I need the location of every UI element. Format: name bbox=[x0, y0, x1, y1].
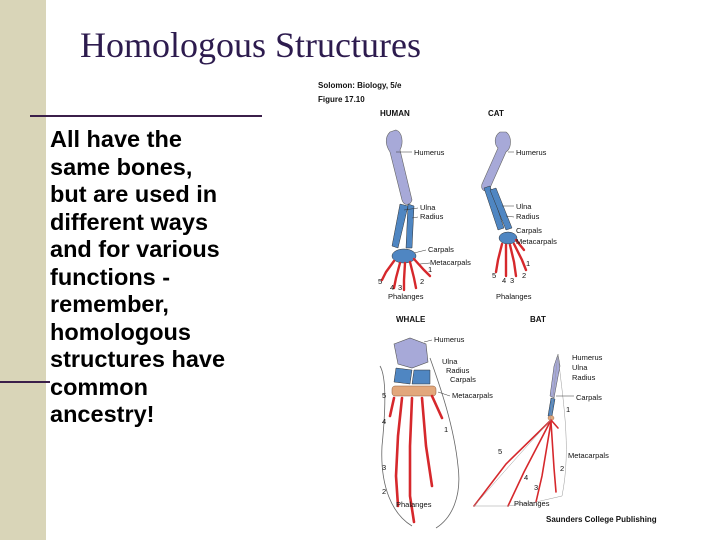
bat-phalanges-label: Phalanges bbox=[514, 499, 550, 508]
body-line: different ways bbox=[50, 208, 209, 235]
accent-line-top bbox=[30, 115, 262, 117]
cat-digit-3: 3 bbox=[510, 276, 514, 285]
bat-limb: BAT Humerus Ulna Radius Carpals Metacarp… bbox=[473, 315, 609, 508]
human-digit-3: 3 bbox=[398, 283, 402, 292]
human-radius-label: Radius bbox=[420, 212, 444, 221]
human-carpals bbox=[391, 248, 417, 264]
bat-metacarpals-label: Metacarpals bbox=[568, 451, 609, 460]
human-digit-5: 5 bbox=[378, 277, 382, 286]
body-line: homologous bbox=[50, 318, 191, 345]
body-line: but are used in bbox=[50, 181, 218, 207]
cat-carpals bbox=[498, 231, 518, 245]
whale-flipper-outline-right bbox=[429, 357, 460, 529]
bat-radius-label: Radius bbox=[572, 373, 596, 382]
human-ulna-label: Ulna bbox=[420, 203, 436, 212]
cat-phalanges-label: Phalanges bbox=[496, 292, 532, 301]
human-limb: HUMAN Humerus Ulna Radius Carpals Metaca… bbox=[378, 109, 471, 301]
panel-label-bat: BAT bbox=[530, 315, 546, 324]
cat-humerus-label: Humerus bbox=[516, 148, 547, 157]
whale-digit-4: 4 bbox=[382, 417, 386, 426]
whale-carpals-label: Carpals bbox=[450, 375, 476, 384]
bat-digit-4: 4 bbox=[524, 473, 528, 482]
cat-ulna bbox=[483, 185, 505, 231]
bat-carpals-label: Carpals bbox=[576, 393, 602, 402]
bat-digits bbox=[473, 419, 559, 507]
human-digit-2: 2 bbox=[420, 277, 424, 286]
whale-metacarpals-label: Metacarpals bbox=[452, 391, 493, 400]
bat-humerus bbox=[549, 353, 561, 399]
figure-number: Figure 17.10 bbox=[318, 95, 365, 104]
panel-label-whale: WHALE bbox=[396, 315, 426, 324]
body-line: and for various bbox=[50, 236, 220, 262]
whale-flipper-outline-left bbox=[379, 365, 413, 527]
bat-digit-3: 3 bbox=[534, 483, 538, 492]
body-line: remember, bbox=[50, 291, 169, 317]
bat-wing-membrane bbox=[473, 353, 567, 507]
limb-bones-illustration: Solomon: Biology, 5/e Figure 17.10 HUMAN… bbox=[318, 81, 657, 529]
panel-label-cat: CAT bbox=[488, 109, 504, 118]
whale-carpals bbox=[391, 385, 437, 397]
human-phalanges-label: Phalanges bbox=[388, 292, 424, 301]
whale-ulna-label: Ulna bbox=[442, 357, 458, 366]
whale-limb: WHALE Humerus Ulna Radius Carpals Metaca… bbox=[379, 315, 493, 529]
bat-ulna-label: Ulna bbox=[572, 363, 588, 372]
whale-radius-label: Radius bbox=[446, 366, 470, 375]
homologous-limbs-figure: Solomon: Biology, 5/e Figure 17.10 HUMAN… bbox=[262, 66, 714, 536]
human-digit-1: 1 bbox=[428, 265, 432, 274]
human-carpals-label: Carpals bbox=[428, 245, 454, 254]
cat-humerus bbox=[481, 131, 511, 192]
human-digit-4: 4 bbox=[390, 283, 394, 292]
whale-humerus-label: Humerus bbox=[434, 335, 465, 344]
cat-digit-1: 1 bbox=[526, 259, 530, 268]
human-humerus bbox=[385, 129, 413, 205]
cat-digit-4: 4 bbox=[502, 276, 506, 285]
cat-digit-5: 5 bbox=[492, 271, 496, 280]
human-digits bbox=[380, 257, 432, 292]
cat-limb: CAT Humerus Ulna Radius Carpals Metacarp… bbox=[481, 109, 557, 301]
slide-title: Homologous Structures bbox=[80, 25, 421, 65]
whale-digit-2: 2 bbox=[382, 487, 386, 496]
cat-ulna-label: Ulna bbox=[516, 202, 532, 211]
whale-digit-5: 5 bbox=[382, 391, 386, 400]
human-metacarpals-label: Metacarpals bbox=[430, 258, 471, 267]
whale-digits bbox=[388, 394, 444, 524]
body-line: functions - bbox=[50, 263, 171, 290]
cat-carpals-label: Carpals bbox=[516, 226, 542, 235]
bat-digit-5: 5 bbox=[498, 447, 502, 456]
whale-digit-3: 3 bbox=[382, 463, 386, 472]
publisher-credit: Saunders College Publishing bbox=[546, 515, 657, 524]
whale-ulna bbox=[393, 367, 413, 385]
body-line: structures have bbox=[50, 346, 226, 372]
whale-digit-1: 1 bbox=[444, 425, 448, 434]
cat-metacarpals-label: Metacarpals bbox=[516, 237, 557, 246]
bat-humerus-label: Humerus bbox=[572, 353, 603, 362]
accent-line-left bbox=[0, 381, 50, 383]
bat-digit-1: 1 bbox=[566, 405, 570, 414]
human-radius bbox=[405, 203, 415, 249]
whale-humerus bbox=[393, 337, 429, 369]
human-ulna bbox=[391, 203, 409, 249]
whale-phalanges-label: Phalanges bbox=[396, 500, 432, 509]
figure-source: Solomon: Biology, 5/e bbox=[318, 81, 402, 90]
cat-radius bbox=[489, 187, 513, 231]
panel-label-human: HUMAN bbox=[380, 109, 410, 118]
cat-digit-2: 2 bbox=[522, 271, 526, 280]
bat-digit-2: 2 bbox=[560, 464, 564, 473]
body-line: same bones, bbox=[50, 153, 193, 180]
body-line: common bbox=[50, 373, 148, 400]
cat-radius-label: Radius bbox=[516, 212, 540, 221]
human-humerus-label: Humerus bbox=[414, 148, 445, 157]
body-line: All have the bbox=[50, 126, 182, 152]
cat-digits bbox=[494, 238, 528, 278]
side-bar-decoration bbox=[0, 0, 46, 540]
body-line: ancestry! bbox=[50, 401, 155, 427]
whale-radius bbox=[411, 369, 431, 385]
slide-body-text: All have the same bones, but are used in… bbox=[50, 126, 265, 429]
